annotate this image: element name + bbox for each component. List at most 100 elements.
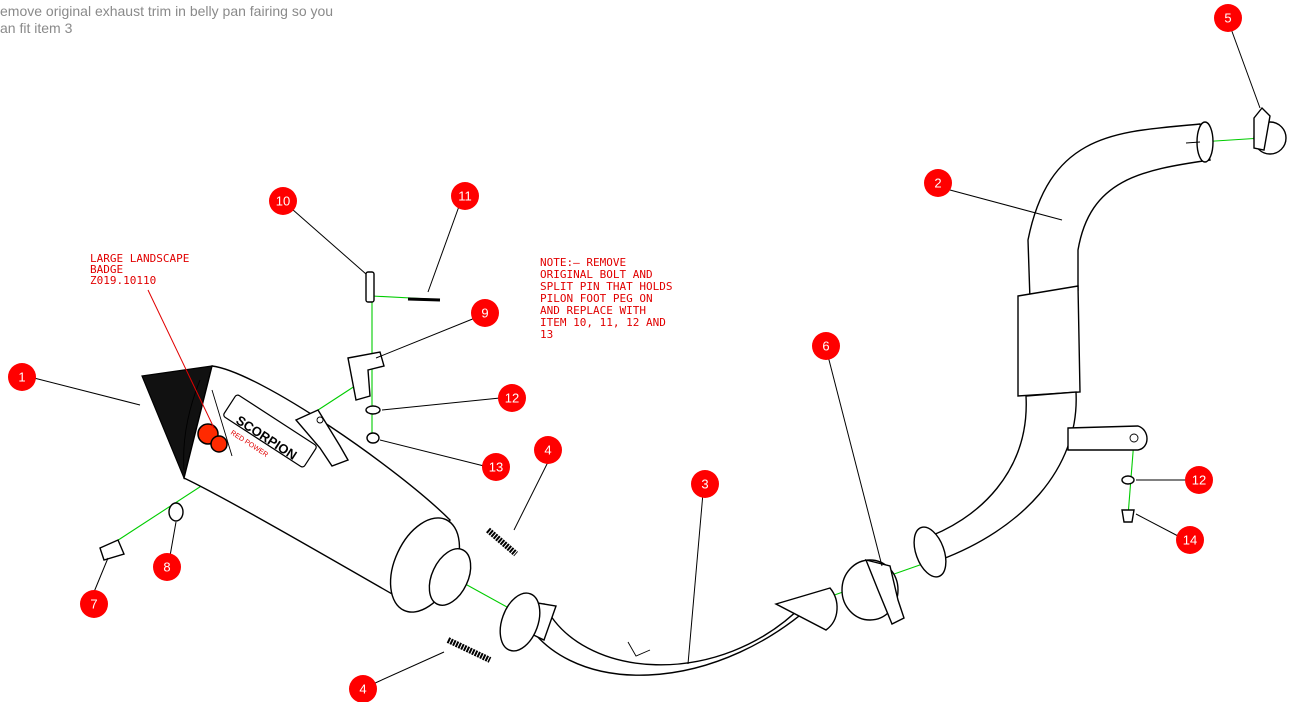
note-line-5: AND REPLACE WITH <box>540 304 646 317</box>
silencer: SCORPION RED POWER <box>141 365 472 613</box>
leader-1 <box>33 377 141 406</box>
callout-14: 14 <box>1176 526 1204 554</box>
callout-13: 13 <box>482 453 510 481</box>
callout-3: 3 <box>691 470 719 498</box>
header-lower-bend <box>918 391 1077 561</box>
callout-4b: 4 <box>349 675 377 702</box>
header-pipe <box>913 121 1214 578</box>
callout-4a: 4 <box>534 436 562 464</box>
washer-8 <box>168 502 184 522</box>
bolt-14 <box>1121 509 1135 523</box>
silencer-mount-hole <box>316 416 324 424</box>
silencer-cap-edge <box>183 379 201 471</box>
callout-3-label: 3 <box>701 477 708 492</box>
washer-12-left <box>365 405 381 415</box>
header-slot <box>1185 141 1201 144</box>
pin-10 <box>365 271 375 303</box>
callouts: 1 2 3 4 4 5 6 7 8 9 10 11 12 12 13 14 <box>8 4 1242 702</box>
callout-14-label: 14 <box>1183 533 1197 548</box>
badge-label-line-3: Z019.10110 <box>90 274 156 287</box>
callout-2: 2 <box>924 169 952 197</box>
callout-5-label: 5 <box>1224 11 1231 26</box>
silencer-mount-bracket <box>294 409 350 467</box>
spring-upper <box>486 527 518 557</box>
callout-1-label: 1 <box>18 370 25 385</box>
scorpion-badge <box>223 394 317 468</box>
leader-14 <box>1135 513 1179 537</box>
link-pipe <box>499 587 838 676</box>
callout-2-label: 2 <box>934 176 941 191</box>
callout-12b-label: 12 <box>1192 473 1206 488</box>
badge-label: LARGE LANDSCAPE BADGE Z019.10110 <box>90 252 189 287</box>
instruction-text: emove original exhaust trim in belly pan… <box>0 3 440 37</box>
note-line-2: ORIGINAL BOLT AND <box>540 268 653 281</box>
clamps <box>841 106 1287 625</box>
callout-4a-label: 4 <box>544 443 551 458</box>
note-line-3: SPLIT PIN THAT HOLDS <box>540 280 672 293</box>
silencer-outlet-tube <box>428 548 472 606</box>
header-outlet-end <box>913 526 947 578</box>
leader-2 <box>949 189 1063 221</box>
scorpion-logo-dot-2 <box>210 435 228 453</box>
header-upper-bend <box>1027 123 1211 301</box>
badge-label-line-2: BADGE <box>90 263 123 276</box>
hardware <box>99 271 1135 561</box>
callout-8: 8 <box>153 553 181 581</box>
link-pipe-inlet <box>499 592 541 652</box>
leader-11 <box>427 197 463 293</box>
nut-13 <box>366 432 380 444</box>
leader-badge <box>147 289 215 429</box>
leader-5 <box>1229 25 1261 109</box>
callout-8-label: 8 <box>163 560 170 575</box>
springs <box>446 527 518 663</box>
leader-13 <box>379 439 485 467</box>
leader-8 <box>169 521 177 557</box>
note-line-7: 13 <box>540 328 553 341</box>
instruction-line-1: emove original exhaust trim in belly pan… <box>0 3 334 19</box>
header-peg-bracket <box>1067 425 1148 451</box>
note-line-1: NOTE:— REMOVE <box>540 256 626 269</box>
note-line-6: ITEM 10, 11, 12 AND <box>540 316 666 329</box>
mid-clamp-bolt <box>864 558 905 625</box>
instruction-line-2: an fit item 3 <box>0 20 73 36</box>
leader-9 <box>375 315 481 359</box>
bracket-9 <box>347 351 385 401</box>
callout-7: 7 <box>80 590 108 618</box>
leader-4b <box>363 651 445 689</box>
leader-4a <box>513 461 549 531</box>
spring-lower <box>446 637 492 663</box>
callout-12a-label: 12 <box>505 391 519 406</box>
silencer-band-line <box>211 389 233 457</box>
leader-lines <box>33 25 1261 689</box>
callout-7-label: 7 <box>90 597 97 612</box>
badge-label-line-1: LARGE LANDSCAPE <box>90 252 189 265</box>
leader-6 <box>827 355 883 567</box>
leader-10 <box>283 201 367 275</box>
note-line-4: PILON FOOT PEG ON <box>540 292 653 305</box>
link-pipe-spring-hook <box>627 641 651 657</box>
split-pin-11 <box>407 297 441 302</box>
leader-12a <box>381 397 501 411</box>
callout-6: 6 <box>812 332 840 360</box>
header-bracket-hole <box>1129 433 1139 443</box>
replacement-note: NOTE:— REMOVE ORIGINAL BOLT AND SPLIT PI… <box>540 256 672 341</box>
leader-3 <box>687 492 704 665</box>
callout-4b-label: 4 <box>359 682 366 697</box>
washer-12-right <box>1121 475 1135 485</box>
callout-9: 9 <box>471 299 499 327</box>
header-sleeve <box>1017 285 1081 397</box>
leader-7 <box>93 557 109 593</box>
callout-6-label: 6 <box>822 339 829 354</box>
bolt-7 <box>99 539 125 561</box>
silencer-link-axis-line <box>457 579 517 613</box>
callout-11: 11 <box>451 182 479 210</box>
callout-12a: 12 <box>498 384 526 412</box>
callout-10-label: 10 <box>276 194 290 209</box>
callout-13-label: 13 <box>489 460 503 475</box>
link-pipe-outlet <box>774 587 838 631</box>
callout-5: 5 <box>1214 4 1242 32</box>
header-clamp-bolt <box>1253 106 1271 151</box>
callout-1: 1 <box>8 363 36 391</box>
